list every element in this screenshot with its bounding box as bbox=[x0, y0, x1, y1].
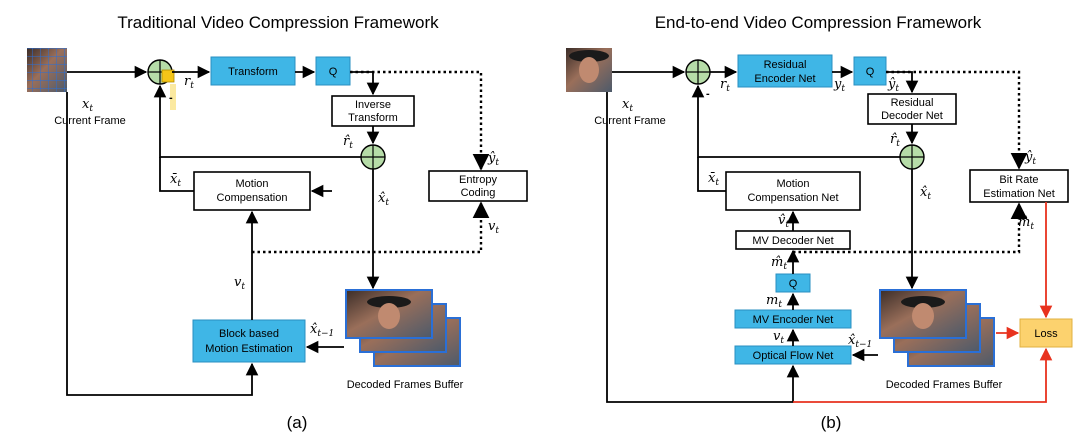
mt-hat-label-b: m̂t bbox=[771, 255, 787, 272]
minus-sign-a: - bbox=[169, 92, 173, 104]
xt-hat-label-a: x̂t bbox=[378, 191, 389, 208]
xt-1-hat-label-a: x̂t−1 bbox=[310, 322, 334, 339]
xt-1-hat-label-b: x̂t−1 bbox=[848, 333, 872, 350]
minus-sign-b: - bbox=[706, 88, 710, 100]
rt-hat-label-b: r̂t bbox=[890, 132, 900, 149]
entropy-coding-module bbox=[428, 170, 528, 202]
decoded-frames-buffer-a-photo-icon bbox=[345, 289, 461, 367]
vt-label-a: vt bbox=[234, 275, 245, 292]
motion-compensation-module-b bbox=[725, 171, 861, 211]
quantizer-module-b bbox=[853, 56, 887, 86]
residual-decoder-label-2: Decoder Net bbox=[881, 110, 943, 122]
decoded-frames-buffer-label-b: Decoded Frames Buffer bbox=[886, 379, 1003, 391]
inverse-transform-label-1: Inverse bbox=[355, 99, 391, 111]
xt-label: xt bbox=[82, 97, 93, 114]
xt-label-b: xt bbox=[622, 97, 633, 114]
mv-decoder-label: MV Decoder Net bbox=[752, 235, 833, 247]
residual-encoder-label-2: Encoder Net bbox=[754, 73, 815, 85]
panel-a-title: Traditional Video Compression Framework bbox=[117, 13, 439, 32]
vt-label-a-entropy: vt bbox=[488, 219, 499, 236]
reconstruction-summation-icon-b bbox=[899, 144, 925, 170]
panel-a-wires bbox=[66, 65, 490, 396]
vt-label-b: vt bbox=[773, 329, 784, 346]
yt-hat-label-b-2: ŷt bbox=[1024, 150, 1036, 167]
residual-encoder-label-1: Residual bbox=[764, 59, 807, 71]
panel-a: Traditional Video Compression Framework … bbox=[27, 13, 528, 432]
transform-label: Transform bbox=[228, 66, 278, 78]
bit-rate-estimation-label-1: Bit Rate bbox=[999, 174, 1038, 186]
decoded-frames-buffer-label-a: Decoded Frames Buffer bbox=[347, 379, 464, 391]
quantizer-label-b2: Q bbox=[789, 278, 798, 290]
quantizer-module-a bbox=[315, 56, 351, 86]
block-motion-estimation-label-1: Block based bbox=[219, 328, 279, 340]
bit-rate-estimation-module bbox=[969, 169, 1069, 203]
panel-b-caption: (b) bbox=[821, 413, 842, 432]
current-frame-label-b: Current Frame bbox=[594, 115, 666, 127]
transform-module bbox=[210, 56, 296, 86]
optical-flow-label: Optical Flow Net bbox=[753, 350, 834, 362]
block-motion-estimation-label-2: Motion Estimation bbox=[205, 343, 292, 355]
entropy-coding-label-1: Entropy bbox=[459, 174, 497, 186]
current-frame-photo-icon bbox=[566, 48, 612, 92]
entropy-coding-label-2: Coding bbox=[461, 187, 496, 199]
inverse-transform-label-2: Transform bbox=[348, 112, 398, 124]
loss-label: Loss bbox=[1034, 328, 1058, 340]
residual-encoder-module bbox=[737, 54, 833, 88]
residual-decoder-label-1: Residual bbox=[891, 97, 934, 109]
xt-bar-label-a: x̄t bbox=[170, 172, 181, 189]
yt-hat-label-b: ŷt bbox=[887, 77, 899, 94]
loss-module bbox=[1019, 318, 1073, 348]
motion-compensation-label-a-1: Motion bbox=[235, 178, 268, 190]
xt-hat-label-b: x̂t bbox=[920, 185, 931, 202]
yt-label-b: yt bbox=[833, 77, 845, 94]
block-motion-estimation-module bbox=[192, 319, 306, 363]
rt-label-b: rt bbox=[720, 77, 730, 94]
current-frame-label-a: Current Frame bbox=[54, 115, 126, 127]
panel-b-title: End-to-end Video Compression Framework bbox=[655, 13, 982, 32]
quantizer-label-b: Q bbox=[866, 66, 875, 78]
panel-b-wires bbox=[606, 65, 1053, 403]
rt-label-a: rt bbox=[184, 74, 194, 91]
mt-hat-label-b-rate: m̂t bbox=[1018, 215, 1034, 232]
motion-compensation-label-b-2: Compensation Net bbox=[747, 192, 838, 204]
quantizer-label-a: Q bbox=[329, 66, 338, 78]
residual-summation-icon bbox=[685, 59, 711, 85]
bit-rate-estimation-label-2: Estimation Net bbox=[983, 188, 1055, 200]
motion-compensation-label-b-1: Motion bbox=[776, 178, 809, 190]
motion-compensation-module-a bbox=[193, 171, 311, 211]
residual-decoder-module bbox=[867, 93, 957, 125]
vt-hat-label-b: v̂t bbox=[778, 213, 789, 230]
panel-b: End-to-end Video Compression Framework x… bbox=[566, 13, 1073, 432]
xt-bar-label-b: x̄t bbox=[708, 171, 719, 188]
yt-hat-label-a: ŷt bbox=[487, 151, 499, 168]
rt-hat-label-a: r̂t bbox=[343, 134, 353, 151]
current-frame-grid-photo-icon bbox=[27, 48, 67, 92]
reconstruction-summation-icon bbox=[360, 144, 386, 170]
motion-compensation-label-a-2: Compensation bbox=[217, 192, 288, 204]
decoded-frames-buffer-b-photo-icon bbox=[879, 289, 995, 367]
panel-a-caption: (a) bbox=[287, 413, 308, 432]
mt-label-b: mt bbox=[766, 293, 782, 310]
mv-encoder-label: MV Encoder Net bbox=[753, 314, 834, 326]
